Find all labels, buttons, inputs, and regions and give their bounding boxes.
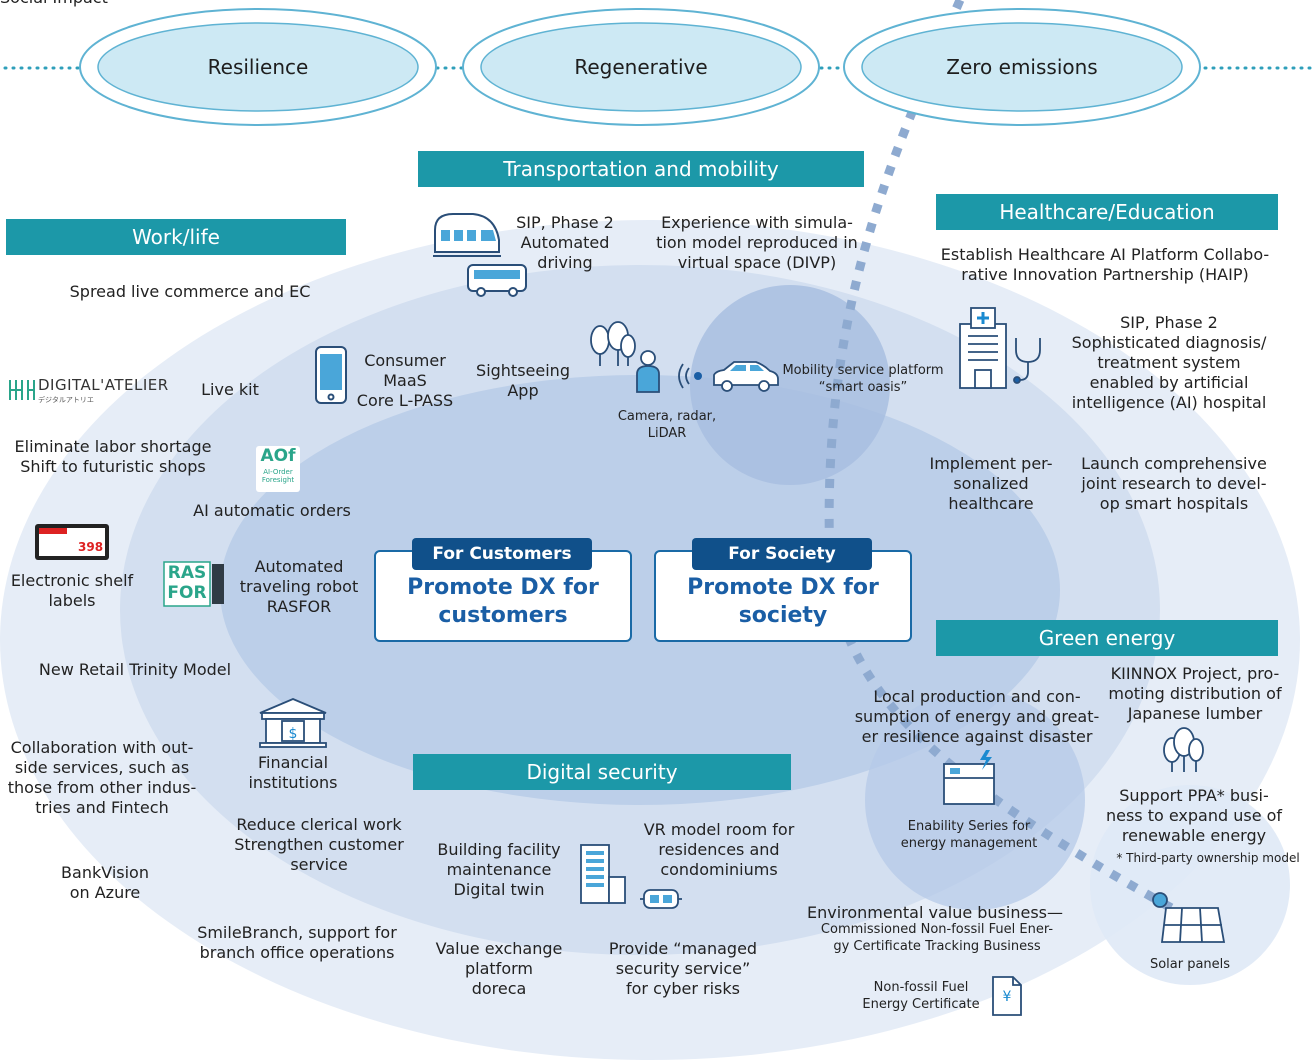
ppa-business: Support PPA* busi- ness to expand use of… [1105, 786, 1283, 845]
impact-regenerative: Regenerative [574, 55, 708, 79]
electronic-shelf-labels: Electronic shelf labels [10, 571, 134, 610]
header-green-energy: Green energy [936, 620, 1278, 656]
signal-icon [678, 363, 702, 389]
dx-society-title: Promote DX for society [687, 575, 879, 628]
svg-text:¥: ¥ [1003, 989, 1012, 1005]
header-healthcare: Healthcare/Education [936, 194, 1278, 230]
mobility-service-platform: Mobility service platform “smart oasis” [782, 363, 944, 395]
aof-logo: AOf [260, 446, 296, 466]
rasfor-logo: RAS FOR [167, 563, 207, 603]
person-icon [636, 350, 660, 393]
sip-ai-hospital: SIP, Phase 2 Sophisticated diagnosis/ tr… [1071, 313, 1267, 412]
stethoscope-icon [1013, 338, 1041, 384]
non-fossil-certificate: Non-fossil Fuel Energy Certificate [862, 980, 980, 1012]
impact-zero-emissions: Zero emissions [946, 55, 1098, 79]
kiinnox-project: KIINNOX Project, pro- moting distributio… [1108, 664, 1282, 723]
for-customers-tag: For Customers [412, 538, 592, 570]
energy-device-icon [943, 750, 995, 805]
bankvision: BankVision on Azure [61, 863, 149, 902]
labor-shortage: Eliminate labor shortage Shift to futuri… [14, 437, 212, 476]
ppa-footnote: * Third-party ownership model [1116, 851, 1300, 865]
shelf-label-image [35, 524, 109, 560]
header-transportation: Transportation and mobility [418, 151, 864, 187]
train-icon [433, 213, 501, 257]
solar-panels: Solar panels [1149, 957, 1231, 972]
building-maintenance: Building facility maintenance Digital tw… [437, 840, 561, 899]
building-icon [580, 844, 626, 904]
smart-hospitals: Launch comprehensive joint research to d… [1081, 454, 1267, 513]
local-production: Local production and con- sumption of en… [854, 687, 1100, 746]
personalized-healthcare: Implement per- sonalized healthcare [929, 454, 1053, 513]
rasfor-logo-box [163, 561, 224, 607]
financial-institutions: Financial institutions [248, 753, 338, 792]
car-icon [713, 361, 779, 392]
aof-sub: AI-Order Foresight [261, 468, 295, 484]
inner-ellipse [220, 375, 1060, 805]
digital-atelier-logo-mark [9, 380, 35, 400]
dx-customers-box: For Customers Promote DX for customers [374, 538, 632, 642]
automated-robot: Automated traveling robot RASFOR [239, 557, 359, 616]
social-impact-label: Social Impact [0, 0, 108, 8]
divp-simulation: Experience with simula- tion model repro… [656, 213, 858, 272]
dx-society-box: For Society Promote DX for society [654, 538, 912, 642]
reduce-clerical-work: Reduce clerical work Strengthen customer… [234, 815, 404, 874]
impact-resilience: Resilience [207, 55, 309, 79]
aof-logo-box [256, 446, 300, 492]
header-digital-security: Digital security [413, 754, 791, 790]
trees-icon [590, 321, 636, 366]
lumber-trees-icon [1163, 727, 1204, 772]
doreca: Value exchange platform doreca [435, 939, 563, 998]
bank-icon [259, 698, 327, 748]
collaboration: Collaboration with out- side services, s… [7, 738, 197, 817]
consumer-maas: Consumer MaaS Core L-PASS [356, 351, 454, 410]
for-society-tag: For Society [692, 538, 872, 570]
bubble-resilience [79, 8, 437, 126]
environmental-value-sub: Commissioned Non-fossil Fuel Ener- gy Ce… [820, 922, 1054, 954]
smilebranch: SmileBranch, support for branch office o… [197, 923, 397, 962]
mobility-circle [690, 285, 890, 485]
solar-panel-icon [1152, 892, 1226, 943]
environmental-value: Environmental value business— [806, 903, 1064, 922]
managed-security: Provide “managed security service” for c… [608, 939, 758, 998]
digital-atelier-sub: デジタルアトリエ [38, 396, 94, 404]
vr-goggles-icon [640, 889, 682, 909]
spread-live-commerce: Spread live commerce and EC [69, 282, 311, 301]
smartphone-icon [315, 346, 347, 404]
dollar-icon: $ [289, 726, 298, 742]
live-kit: Live kit [201, 380, 259, 399]
digital-atelier-logo: DIGITAL'ATELIER [38, 376, 169, 394]
hospital-icon [959, 307, 1007, 389]
haip: Establish Healthcare AI Platform Collabo… [940, 245, 1270, 284]
shelf-price: 398 [78, 540, 104, 554]
dx-customers-title: Promote DX for customers [407, 575, 599, 628]
solar-circle [1090, 785, 1290, 985]
new-retail-trinity: New Retail Trinity Model [38, 660, 232, 679]
ai-automatic-orders: AI automatic orders [193, 501, 351, 520]
header-work-life: Work/life [6, 219, 346, 255]
sightseeing-app: Sightseeing App [476, 361, 570, 400]
sip-automated-driving: SIP, Phase 2 Automated driving [516, 213, 614, 272]
bubble-regenerative [462, 8, 820, 126]
enability-series: Enability Series for energy management [900, 819, 1038, 851]
camera-radar-lidar: Camera, radar, LiDAR [617, 409, 717, 441]
vr-model-room: VR model room for residences and condomi… [643, 820, 795, 879]
bubble-zero-emissions [843, 8, 1201, 126]
bus-icon [467, 264, 527, 297]
certificate-icon [992, 976, 1022, 1016]
